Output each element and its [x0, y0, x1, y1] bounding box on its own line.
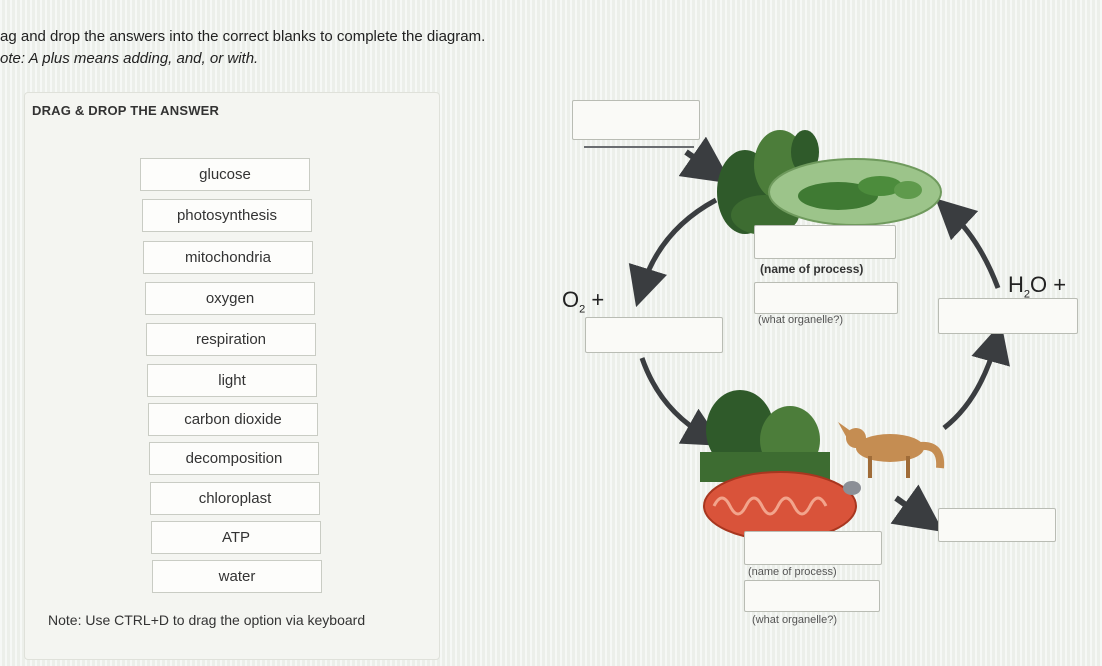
fox-image: [838, 422, 945, 495]
arrow-left-upper: [628, 197, 718, 308]
bottom-trees-image: [700, 390, 830, 482]
label-organelle-bottom: (what organelle?): [752, 614, 837, 626]
option-respiration[interactable]: respiration: [146, 323, 316, 356]
option-carbon-dioxide[interactable]: carbon dioxide: [148, 403, 318, 436]
drop-zone-organelle-top[interactable]: [754, 282, 898, 314]
arrow-right-lower: [942, 322, 1010, 430]
drop-zone-organelle-bottom[interactable]: [744, 580, 880, 612]
drop-zone-left[interactable]: [585, 317, 723, 353]
drop-zone-right[interactable]: [938, 298, 1078, 334]
drop-zone-top[interactable]: [572, 100, 700, 140]
option-glucose[interactable]: glucose: [140, 158, 310, 191]
keyboard-note: Note: Use CTRL+D to drag the option via …: [48, 612, 366, 628]
oxygen-formula: O2 +: [562, 287, 605, 316]
option-light[interactable]: light: [147, 364, 317, 397]
arrow-left-lower: [639, 357, 724, 446]
water-formula: H2O +: [1008, 272, 1067, 301]
option-mitochondria[interactable]: mitochondria: [143, 241, 313, 274]
label-process-bottom: (name of process): [748, 566, 837, 578]
drop-zone-process-bottom[interactable]: [744, 531, 882, 565]
arrow-right-upper: [935, 198, 1001, 289]
label-organelle-top: (what organelle?): [758, 314, 843, 326]
mitochondria-image: [703, 471, 857, 541]
answer-panel-title: DRAG & DROP THE ANSWER: [32, 103, 220, 118]
option-photosynthesis[interactable]: photosynthesis: [142, 199, 312, 232]
drop-zone-process-top[interactable]: [754, 225, 896, 259]
option-atp[interactable]: ATP: [151, 521, 321, 554]
option-decomposition[interactable]: decomposition: [149, 442, 319, 475]
plus-note-text: ote: A plus means adding, and, or with.: [0, 50, 259, 67]
option-chloroplast[interactable]: chloroplast: [150, 482, 320, 515]
arrow-to-chloroplast: [678, 136, 732, 184]
option-oxygen[interactable]: oxygen: [145, 282, 315, 315]
option-water[interactable]: water: [152, 560, 322, 593]
label-process-top: (name of process): [760, 262, 864, 276]
drop-zone-bottom-right[interactable]: [938, 508, 1056, 542]
instructions-text: ag and drop the answers into the correct…: [0, 28, 486, 45]
chloroplast-image: [768, 158, 942, 226]
arrow-to-bottom-right: [890, 484, 944, 532]
